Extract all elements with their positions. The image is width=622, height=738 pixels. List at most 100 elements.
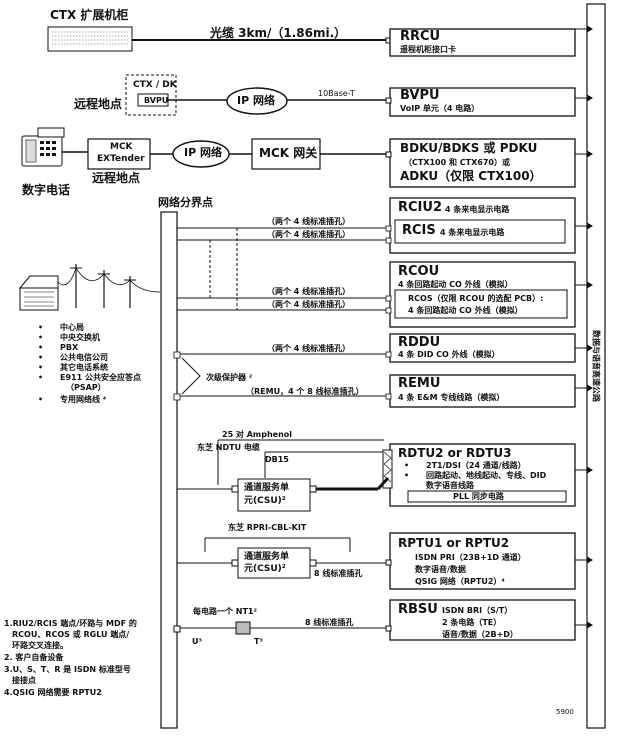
rddu-subtitle: 4 条 DID CO 外线（模拟） xyxy=(398,350,500,359)
jack-label-b: （两个 4 线标准插孔） xyxy=(267,230,351,239)
csu-2-line-1: 通道服务单 xyxy=(244,552,290,562)
note-1a: 1.RIU2/RCIS 端点/环路与 MDF 的 xyxy=(4,619,137,628)
ndtu-cable-label: 东芝 NDTU 电缆 xyxy=(197,443,260,452)
ip-network-cloud-1 xyxy=(226,87,288,115)
remu-subtitle: 4 条 E&M 专线线路（模拟） xyxy=(398,393,505,402)
central-office-building-icon xyxy=(18,264,161,311)
fiber-cable-label: 光缆 3km/（1.86mi.） xyxy=(210,26,347,40)
csu-1-line-2: 元(CSU)² xyxy=(244,496,286,506)
rcis-subtitle: 4 条来电显示电路 xyxy=(440,228,505,237)
extender-label: EXTender xyxy=(97,154,145,164)
amphenol-label: 25 对 Amphenol xyxy=(222,430,293,439)
rbsu-title: RBSU xyxy=(398,602,438,617)
rcis-card xyxy=(394,219,566,244)
rbsu-line-1: ISDN BRI（S/T） xyxy=(442,606,513,615)
bvpu-subtitle: VoIP 单元（4 电路） xyxy=(400,104,480,113)
note-3a: 3.U、S、T、R 是 ISDN 标准型号 xyxy=(4,665,131,674)
pll-label: PLL 同步电路 xyxy=(453,492,504,501)
bdku-subtitle: （CTX100 和 CTX670）或 xyxy=(404,158,510,167)
rptu-line-3: QSIG 网络（RPTU2）⁴ xyxy=(415,577,505,586)
rbsu-line-3: 语音/数据（2B+D） xyxy=(442,630,518,639)
remu-jack-label: （REMU，4 个 8 线标准插孔） xyxy=(246,387,364,396)
secondary-protector-label: 次级保护器 ² xyxy=(206,373,253,382)
rdtu-bullet-3: 数字语音线路 xyxy=(426,481,474,490)
u-reference-label: U³ xyxy=(192,637,202,646)
rdtu-bullet-1: 2T1/DSI（24 通道/线路） xyxy=(404,461,526,470)
jack-8-label-a: 8 线标准插孔 xyxy=(314,569,363,578)
rcos-line-1: RCOS（仅限 RCOU 的选配 PCB）: xyxy=(408,294,544,303)
rdtu-bullet-2: 回路起动、地线起动、专线、DID xyxy=(404,471,546,480)
rrcu-title: RRCU xyxy=(400,29,441,44)
nt1-box xyxy=(235,621,251,635)
remote-site-label-1: 远程地点 xyxy=(74,97,123,111)
rptu-line-2: 数字语音/数据 xyxy=(415,565,466,574)
rddu-title: RDDU xyxy=(398,335,441,350)
rrcu-card xyxy=(389,28,576,57)
tenbase-t-label: 10Base-T xyxy=(318,89,355,98)
t-reference-label: T³ xyxy=(254,637,263,646)
legend-item-1: 中心局 xyxy=(38,323,84,332)
note-1b: RCOU、RCOS 或 RGLU 端点/ xyxy=(12,630,130,639)
csu-2-line-2: 元(CSU)² xyxy=(244,564,286,574)
bvpu-title: BVPU xyxy=(400,88,440,103)
pll-box xyxy=(407,490,567,503)
db15-label: DB15 xyxy=(265,455,289,464)
rdtu-connector xyxy=(382,449,393,489)
rcos-subcard xyxy=(394,289,568,319)
mck-gateway-label: MCK 网关 xyxy=(259,146,318,160)
remu-title: REMU xyxy=(398,376,441,391)
csu-box-1 xyxy=(237,478,311,512)
note-4: 4.QSIG 网络需要 RPTU2 xyxy=(4,688,102,697)
ctx-dk-label: CTX / DK xyxy=(133,80,177,90)
note-1c: 环路交叉连接。 xyxy=(12,641,68,650)
rptu-card xyxy=(389,532,576,590)
rpri-cable-label: 东芝 RPRI-CBL-KIT xyxy=(228,523,307,532)
note-2: 2. 客户自备设备 xyxy=(4,653,64,662)
legend-item-3: PBX xyxy=(38,343,78,352)
mck-extender-box xyxy=(87,138,151,170)
digital-phone-icon xyxy=(21,127,65,167)
legend-item-5: 其它电话系统 xyxy=(38,363,108,372)
bdku-title: BDKU/BDKS 或 PDKU xyxy=(400,141,538,155)
ctx-expansion-cabinet xyxy=(47,26,133,52)
remu-card xyxy=(389,374,576,408)
adku-label: ADKU（仅限 CTX100） xyxy=(400,169,542,183)
ctx-dk-dashed-box xyxy=(125,74,177,116)
voice-data-bus xyxy=(586,3,606,729)
note-3b: 接接点 xyxy=(12,676,36,685)
rrcu-subtitle: 遥程机柜接口卡 xyxy=(400,45,456,54)
remote-site-label-2: 远程地点 xyxy=(92,171,141,185)
rddu-card xyxy=(389,333,576,363)
rciu2-subtitle: 4 条来电显示电路 xyxy=(445,205,510,214)
ip-network-label-2: IP 网络 xyxy=(184,146,222,159)
ip-network-label-1: IP 网络 xyxy=(237,94,275,107)
rdtu-title: RDTU2 or RDTU3 xyxy=(398,446,512,460)
digital-phone-label: 数字电话 xyxy=(22,183,71,197)
jack-8-label-b: 8 线标准插孔 xyxy=(305,618,354,627)
legend-item-8: 专用网络线 ⁴ xyxy=(38,395,106,404)
rbsu-card xyxy=(389,599,576,641)
demarc-label: 网络分界点 xyxy=(158,196,213,209)
jack-label-d: （两个 4 线标准插孔） xyxy=(267,300,351,309)
rcis-title: RCIS xyxy=(402,223,436,238)
csu-1-line-1: 通道服务单 xyxy=(244,483,290,493)
network-demarcation-bar xyxy=(160,211,178,729)
secondary-protector-bracket xyxy=(181,357,201,395)
legend-item-2: 中央交换机 xyxy=(38,333,100,342)
bvpu-card xyxy=(389,87,576,117)
bdku-card xyxy=(389,138,576,188)
bus-label: 数据与语音高速公路 xyxy=(591,330,601,402)
figure-number: 5900 xyxy=(556,708,574,716)
jack-label-c: （两个 4 线标准插孔） xyxy=(267,287,351,296)
rciu2-title: RCIU2 xyxy=(398,200,442,215)
legend-item-7: （PSAP） xyxy=(66,383,106,392)
rbsu-line-2: 2 条电路（TE） xyxy=(442,618,502,627)
legend-item-4: 公共电信公司 xyxy=(38,353,108,362)
rcou-title: RCOU xyxy=(398,264,440,279)
rcos-line-2: 4 条回路起动 CO 外线（模拟） xyxy=(408,306,523,315)
rptu-line-1: ISDN PRI（23B+1D 通道） xyxy=(415,553,526,562)
legend-item-6: E911 公共安全应答点 xyxy=(38,373,141,382)
bvpu-small-label: BVPU xyxy=(144,96,169,105)
ctx-cabinet-label: CTX 扩展机柜 xyxy=(50,8,129,22)
